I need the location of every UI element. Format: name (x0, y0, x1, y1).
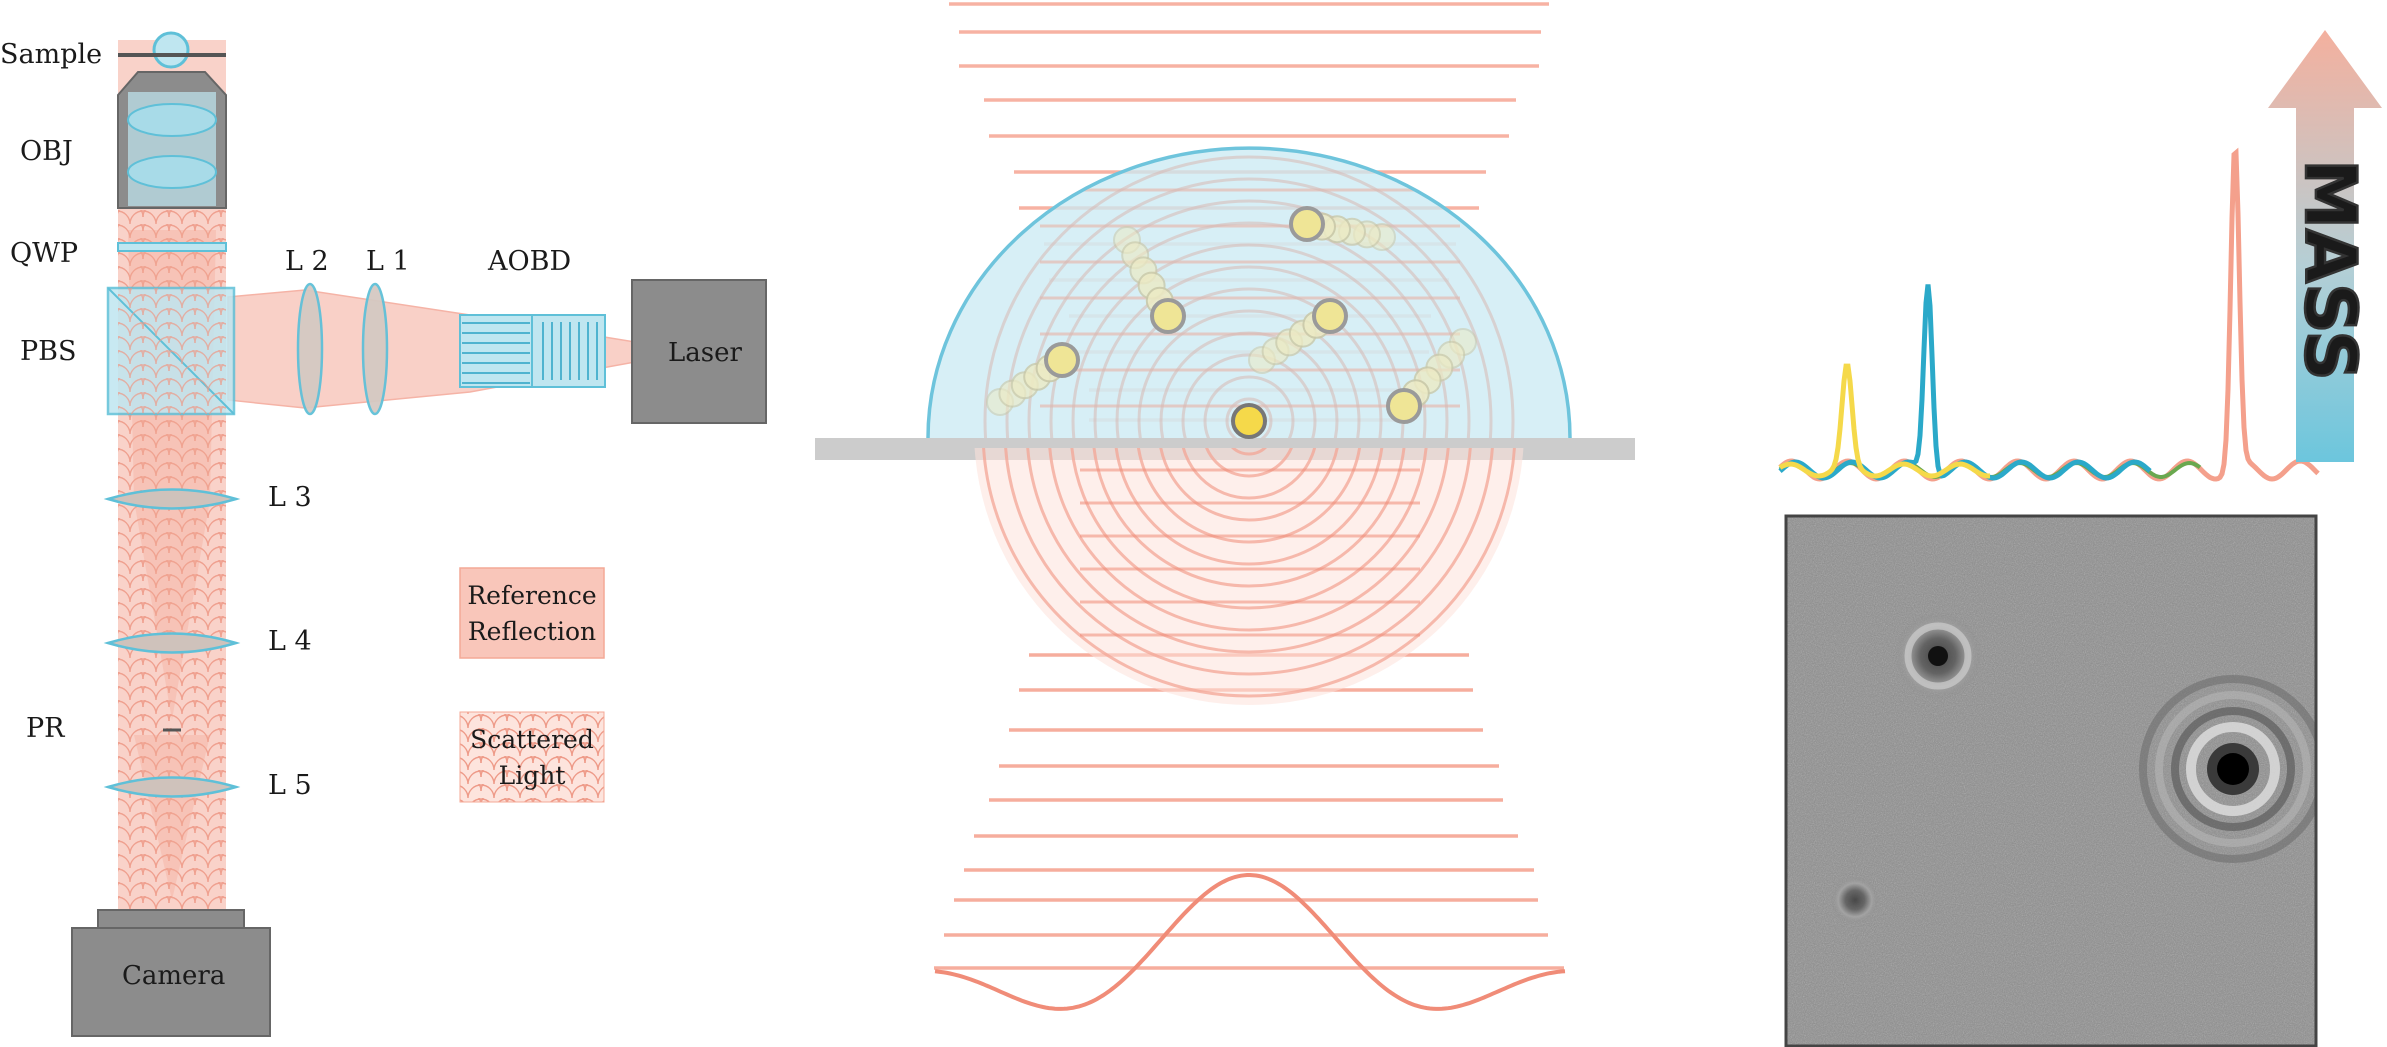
scattered-wave-ring (1092, 448, 1406, 588)
particle-trail-icon (1386, 388, 1422, 424)
label-lens-5: L 5 (268, 770, 312, 801)
camera-icon (71, 909, 271, 1037)
lens-5-icon (103, 776, 241, 798)
lens-3-icon (103, 488, 241, 510)
trace-blue (1778, 284, 2152, 481)
scattered-wave-ring (982, 448, 1516, 698)
label-pr: PR (26, 713, 65, 744)
scattered-wave-ring (1115, 287, 1383, 439)
intensity-profile (934, 873, 1566, 1011)
scattered-wave-ring (1159, 331, 1339, 439)
label-lens-3: L 3 (268, 482, 312, 513)
scattered-wave-ring (1181, 448, 1317, 500)
label-camera: Camera (122, 961, 225, 991)
scattered-wave-ring (1004, 448, 1494, 676)
scattered-spherical-waves (974, 448, 1524, 705)
scattered-wave-ring (983, 155, 1515, 439)
interference-illustration (815, 2, 1635, 1011)
label-pbs: PBS (20, 336, 77, 367)
scattered-wave-ring (1048, 448, 1450, 632)
scattered-wave-ring (1027, 199, 1471, 439)
label-sample: Sample (0, 39, 102, 70)
particle-trail-icon (1312, 298, 1348, 334)
label-objective: OBJ (20, 136, 73, 167)
particle-trail-icon (1150, 298, 1186, 334)
diffusing-particles (986, 206, 1477, 424)
legend-scattered: Scattered Light (459, 711, 605, 803)
qwp-icon (117, 242, 227, 252)
pbs-icon (106, 286, 236, 416)
label-qwp: QWP (10, 238, 78, 269)
scattered-wave-ring (1026, 448, 1472, 654)
legend-scattered-swatch (459, 711, 605, 803)
scattered-wave-ring (1225, 397, 1273, 439)
legend-reference: Reference Reflection (459, 567, 605, 659)
scattered-wave-ring (1159, 448, 1339, 522)
label-aobd: AOBD (487, 246, 571, 277)
legend-scattered-line2: Light (499, 761, 566, 790)
dome-region (926, 146, 1572, 439)
lens-2-icon (296, 282, 324, 416)
lens-4-icon (103, 632, 241, 654)
trace-yellow (1778, 363, 1991, 479)
label-lens-2: L 2 (285, 246, 329, 277)
optical-setup: Sample OBJ QWP PBS L 2 L 1 AOBD Laser L … (0, 31, 767, 1037)
lens-1-icon (361, 282, 389, 416)
aobd-icon (459, 314, 606, 388)
landed-particle-icon (1231, 403, 1267, 439)
scattered-wave-ring (1203, 375, 1295, 439)
scattered-field (974, 448, 1524, 705)
mass-arrow-icon: MASS (2268, 30, 2382, 462)
scattered-wave-ring (1071, 243, 1427, 439)
scattered-wave-ring (1005, 177, 1493, 439)
scattered-wave-ring (1205, 448, 1293, 478)
label-lens-1: L 1 (366, 246, 410, 277)
sample-drop-icon (152, 31, 190, 69)
scattered-wave-ring (1114, 448, 1384, 566)
legend-reference-line2: Reflection (468, 617, 596, 646)
scattered-wave-ring (1230, 448, 1268, 456)
particle-trail-icon (1289, 206, 1325, 242)
mass-spectrum: MASS (1778, 30, 2382, 482)
trace-salmon (1778, 147, 2320, 482)
particle-trail-icon (1044, 342, 1080, 378)
mass-label: MASS (2289, 159, 2371, 381)
scattered-wave-ring (1136, 448, 1362, 544)
laser-box (631, 279, 767, 424)
camera-image-icon (1784, 514, 2318, 1047)
objective-icon (117, 71, 227, 209)
label-laser: Laser (668, 338, 742, 368)
label-lens-4: L 4 (268, 626, 312, 657)
scattered-wave-ring (1070, 448, 1428, 610)
legend-scattered-line1: Scattered (470, 725, 594, 754)
legend-reference-swatch (459, 567, 605, 659)
scattered-wave-ring (1049, 221, 1449, 439)
legend-reference-line1: Reference (467, 581, 596, 610)
scattered-wave-ring (1137, 309, 1361, 439)
